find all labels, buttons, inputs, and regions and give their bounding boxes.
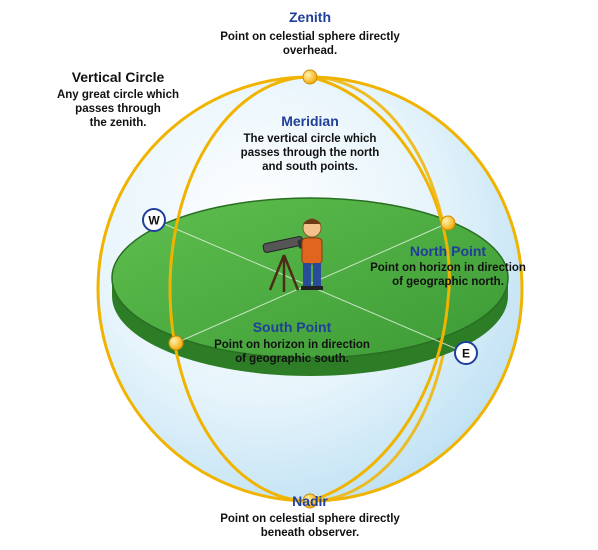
meridian-desc-line-1: The vertical circle which: [244, 133, 377, 145]
north-point-marker: [440, 215, 456, 231]
observer-figure: [262, 218, 323, 292]
vertical-circle-desc-line-3: the zenith.: [90, 117, 147, 129]
north-point-desc-line-2: of geographic north.: [392, 276, 504, 288]
nadir-title: Nadir: [292, 493, 328, 509]
vertical-circle: [168, 75, 311, 503]
zenith-desc-line-1: Point on celestial sphere directly: [220, 31, 400, 43]
west-marker: W: [142, 208, 166, 232]
meridian-desc-line-3: and south points.: [262, 161, 358, 173]
west-label: W: [148, 214, 160, 228]
zenith-point: [302, 69, 318, 85]
nadir-point: [302, 493, 318, 509]
zenith-title: Zenith: [289, 9, 331, 25]
vertical-circle-title: Vertical Circle: [72, 69, 165, 85]
east-marker: E: [454, 341, 478, 365]
zenith-desc-line-2: overhead.: [283, 45, 337, 57]
nadir-desc-line-2: beneath observer.: [261, 527, 359, 539]
south-point-desc-line-1: Point on horizon in direction: [214, 339, 370, 351]
north-point-desc-line-1: Point on horizon in direction: [370, 262, 526, 274]
north-point-title: North Point: [410, 243, 487, 259]
south-point-title: South Point: [253, 319, 332, 335]
meridian-title: Meridian: [281, 113, 339, 129]
meridian-circle: [309, 75, 451, 503]
horizon-line-ns: [175, 222, 449, 344]
vertical-circle-desc-line-1: Any great circle which: [57, 89, 179, 101]
south-point-marker: [168, 335, 184, 351]
meridian-desc-line-2: passes through the north: [241, 147, 380, 159]
vertical-circle-desc-line-2: passes through: [75, 103, 161, 115]
east-label: E: [462, 347, 470, 361]
south-point-desc-line-2: of geographic south.: [235, 353, 349, 365]
nadir-desc-line-1: Point on celestial sphere directly: [220, 513, 400, 525]
